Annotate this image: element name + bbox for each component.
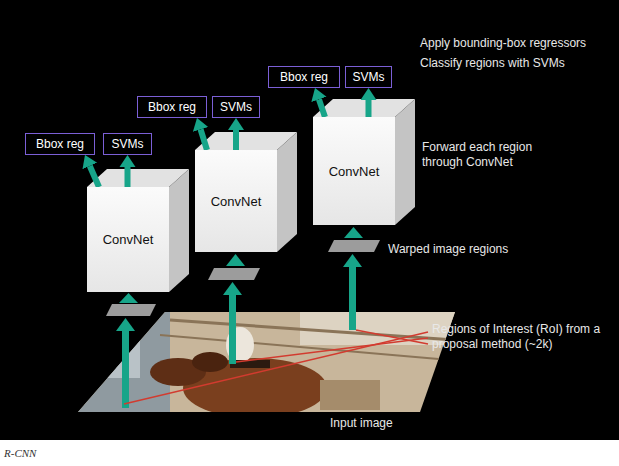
warped-region (208, 268, 260, 280)
bbox-reg-box: Bbox reg (25, 133, 95, 155)
box-text: SVMs (220, 100, 252, 114)
flow-arrow (319, 99, 325, 117)
box-text: ConvNet (329, 164, 380, 179)
box-text: ConvNet (103, 232, 154, 247)
input-photo (70, 305, 460, 418)
step-label: Regions of Interest (RoI) from a proposa… (432, 322, 612, 352)
warped-region (106, 304, 156, 316)
flow-arrow (90, 166, 99, 187)
step-label: Apply bounding-box regressors (420, 36, 615, 51)
svm-box: SVMs (212, 96, 260, 118)
flow-arrow (125, 167, 131, 187)
box-text: SVMs (111, 137, 143, 151)
bbox-reg-box: Bbox reg (268, 66, 340, 88)
svm-box: SVMs (103, 133, 152, 155)
convnet-box: ConvNet (87, 187, 169, 292)
input-label: Input image (330, 416, 450, 431)
svm-box: SVMs (345, 66, 392, 88)
convnet-cube-faces (87, 99, 415, 292)
box-text: Bbox reg (280, 70, 328, 84)
flow-arrow (366, 100, 372, 117)
step-label: Forward each region through ConvNet (422, 140, 562, 170)
step-label: Classify regions with SVMs (420, 56, 615, 71)
box-text: Bbox reg (36, 137, 84, 151)
leader-lines (124, 330, 428, 404)
figure-caption: R-CNN (4, 447, 36, 459)
flow-arrow (201, 129, 207, 150)
convnet-box: ConvNet (195, 150, 277, 252)
flow-arrow (233, 130, 239, 150)
warped-region (328, 240, 380, 252)
step-label: Warped image regions (388, 242, 588, 257)
bbox-reg-box: Bbox reg (137, 96, 207, 118)
convnet-box: ConvNet (313, 117, 395, 225)
box-text: ConvNet (211, 194, 262, 209)
box-text: SVMs (352, 70, 384, 84)
box-text: Bbox reg (148, 100, 196, 114)
